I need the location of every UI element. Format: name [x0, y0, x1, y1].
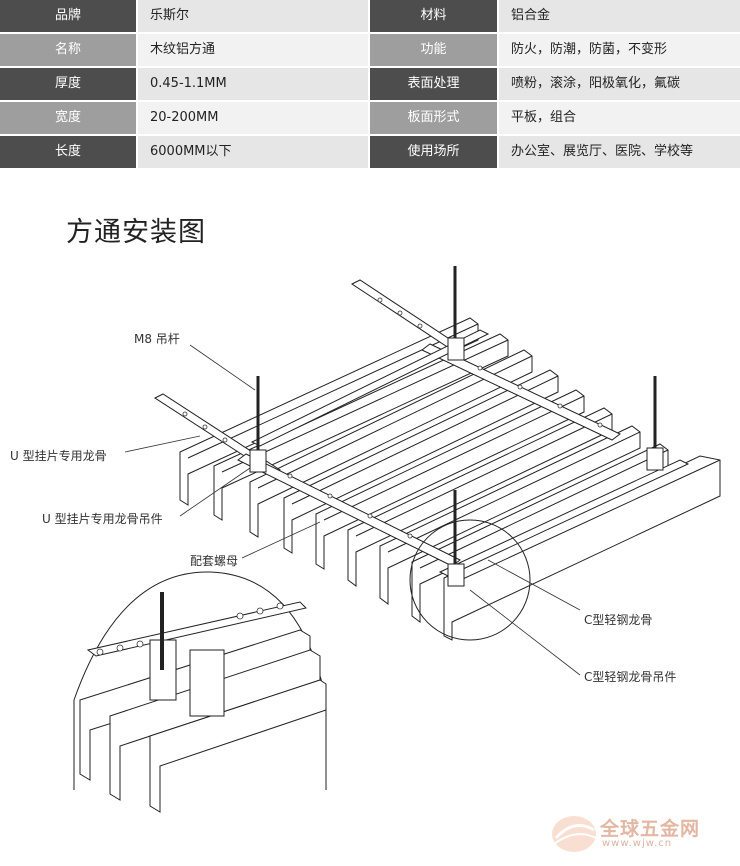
u-keel: [438, 459, 690, 577]
hanger-bracket: [447, 337, 465, 361]
spec-row: 名称 木纹铝方通 功能 防火，防潮，防菌，不变形: [0, 34, 740, 66]
spec-label: 长度: [0, 136, 136, 168]
square-tube: [347, 407, 613, 587]
spec-label: 表面处理: [370, 68, 497, 100]
spec-value: 办公室、展览厅、医院、学校等: [499, 136, 740, 168]
callout-m8-rod: M8 吊杆: [134, 332, 180, 346]
installation-diagram: [73, 266, 721, 813]
leader-line: [189, 344, 256, 391]
watermark-url: www.wjw.cn: [602, 838, 673, 849]
spec-value: 20-200MM: [138, 102, 368, 134]
u-keel: [421, 343, 621, 441]
square-tube: [315, 389, 585, 570]
spec-row: 厚度 0.45-1.1MM 表面处理 喷粉，滚涂，阳极氧化，氟碳: [0, 68, 740, 100]
spec-label: 板面形式: [370, 102, 497, 134]
leader-line: [179, 467, 251, 517]
detail-circle: [409, 519, 531, 641]
spec-value: 平板，组合: [499, 102, 740, 134]
callout-nut: 配套螺母: [190, 554, 239, 568]
spec-row: 品牌 乐斯尔 材料 铝合金: [0, 0, 740, 32]
c-keel: [351, 279, 461, 351]
spec-label: 名称: [0, 34, 136, 66]
spec-label: 功能: [370, 34, 497, 66]
square-tube: [443, 455, 721, 641]
square-tube: [379, 425, 641, 605]
spec-value: 喷粉，滚涂，阳极氧化，氟碳: [499, 68, 740, 100]
leader-line: [241, 521, 321, 559]
spec-label: 品牌: [0, 0, 136, 32]
spec-label: 使用场所: [370, 136, 497, 168]
spec-value: 铝合金: [499, 0, 740, 32]
spec-value: 乐斯尔: [138, 0, 368, 32]
leader-line: [124, 435, 201, 453]
section-title: 方通安装图: [66, 217, 206, 248]
leader-line: [469, 589, 581, 676]
spec-value: 木纹铝方通: [138, 34, 368, 66]
callout-u-keel-hanger: U 型挂片专用龙骨吊件: [42, 512, 163, 526]
detail-bracket: [189, 649, 225, 717]
callout-u-keel: U 型挂片专用龙骨: [10, 449, 107, 463]
spec-value: 6000MM以下: [138, 136, 368, 168]
hanger-bracket: [249, 449, 267, 473]
spec-label: 材料: [370, 0, 497, 32]
leader-line: [487, 559, 581, 611]
hanger-bracket: [447, 563, 465, 587]
callout-c-keel-hanger: C型轻钢龙骨吊件: [584, 670, 677, 684]
square-tube: [283, 369, 559, 554]
spec-row: 宽度 20-200MM 板面形式 平板，组合: [0, 102, 740, 134]
spec-label: 宽度: [0, 102, 136, 134]
watermark-globe-icon: [552, 816, 597, 852]
spec-value: 防火，防潮，防菌，不变形: [499, 34, 740, 66]
watermark-text: 全球五金网: [600, 818, 701, 840]
spec-label: 厚度: [0, 68, 136, 100]
spec-value: 0.45-1.1MM: [138, 68, 368, 100]
detail-tube: [149, 679, 327, 813]
hanger-bracket: [646, 447, 664, 471]
callout-c-keel: C型轻钢龙骨: [584, 613, 653, 627]
spec-row: 长度 6000MM以下 使用场所 办公室、展览厅、医院、学校等: [0, 136, 740, 168]
